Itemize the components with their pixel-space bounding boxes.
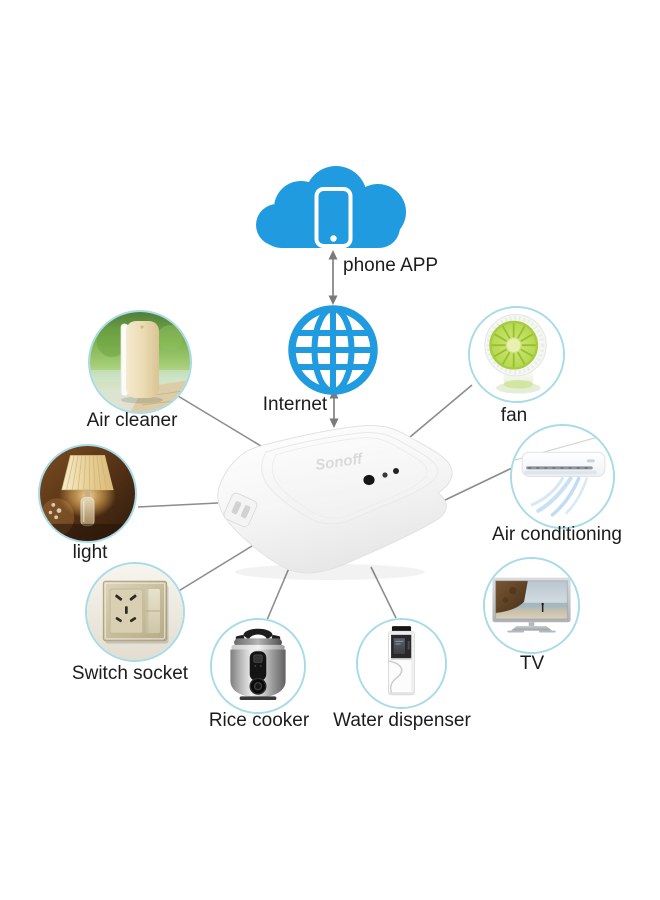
water-dispenser-label: Water dispenser <box>333 710 471 731</box>
internet-label: Internet <box>262 394 328 415</box>
fan-photo <box>468 306 565 403</box>
connector-line-rice-cooker <box>266 560 293 621</box>
cloud-icon <box>256 166 406 248</box>
phone-app-arrow <box>328 250 338 305</box>
device-cable-clamp <box>223 492 258 528</box>
switch-socket-photo <box>85 562 185 662</box>
smart-switch-device: Sonoff <box>217 425 453 580</box>
connector-line-water-dispenser <box>370 566 397 619</box>
switch-socket-label: Switch socket <box>71 663 189 684</box>
tv-photo <box>483 557 580 654</box>
fan-label: fan <box>500 405 528 426</box>
device-shadow <box>235 564 425 580</box>
device-top-panel-line <box>271 437 428 519</box>
connector-line-switch-socket <box>176 545 253 593</box>
air-conditioning-photo <box>510 424 615 529</box>
phone-app-label: phone APP <box>343 255 439 276</box>
device-brand-logo: Sonoff <box>314 450 365 474</box>
light-label: light <box>72 542 108 563</box>
air-conditioning-label: Air conditioning <box>492 524 622 545</box>
air-cleaner-image <box>90 312 190 412</box>
rice-cooker-photo <box>210 618 306 714</box>
rice-cooker-label: Rice cooker <box>208 710 310 731</box>
connector-line-air-cleaner <box>177 395 267 450</box>
phone-icon <box>314 187 353 248</box>
water-dispenser-photo <box>356 618 447 709</box>
air-cleaner-photo <box>88 310 192 414</box>
air-cleaner-label: Air cleaner <box>86 410 178 431</box>
rice-cooker-image <box>212 620 304 712</box>
internet-globe-icon <box>288 305 378 395</box>
fan-image <box>470 308 563 401</box>
device-power-button <box>363 474 375 486</box>
water-dispenser-image <box>358 620 445 707</box>
device-top-face <box>261 432 438 525</box>
light-image <box>40 446 135 541</box>
connector-line-air-conditioning <box>442 467 513 502</box>
light-photo <box>38 444 137 543</box>
tv-image <box>485 559 578 652</box>
tv-label: TV <box>519 653 545 674</box>
switch-socket-image <box>87 564 183 660</box>
device-led-dot <box>382 472 388 478</box>
air-conditioning-image <box>512 426 613 527</box>
connector-line-light <box>137 502 219 508</box>
device-led-dot <box>393 468 399 474</box>
connector-line-fan <box>409 384 473 438</box>
